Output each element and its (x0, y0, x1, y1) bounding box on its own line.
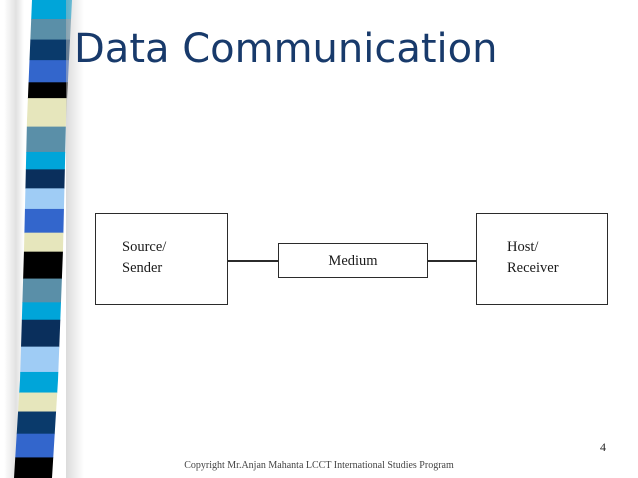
diagram-node-host: Host/ Receiver (476, 213, 608, 305)
stripe-segment-7 (14, 151, 72, 170)
stripe-segment-9 (14, 188, 72, 210)
diagram-node-medium-label: Medium (328, 253, 378, 269)
footer-copyright: Copyright Mr.Anjan Mahanta LCCT Internat… (184, 460, 454, 471)
stripe-segment-8 (14, 169, 72, 189)
stripe-segment-11 (14, 232, 72, 253)
left-stripe-band (0, 0, 96, 478)
diagram-node-source: Source/ Sender (95, 213, 228, 305)
diagram-node-medium: Medium (278, 243, 428, 278)
stripe-segment-14 (14, 302, 72, 321)
diagram-node-source-label: Source/ Sender (122, 239, 167, 277)
stripe-segment-17 (14, 371, 72, 394)
page-title: Data Communication (74, 26, 498, 72)
diagram-connector-source-medium (228, 260, 278, 262)
diagram-node-host-label: Host/ Receiver (507, 239, 559, 277)
diagram-connector-medium-host (428, 260, 476, 262)
page-number: 4 (600, 440, 606, 454)
stripe-segment-4 (14, 82, 72, 99)
